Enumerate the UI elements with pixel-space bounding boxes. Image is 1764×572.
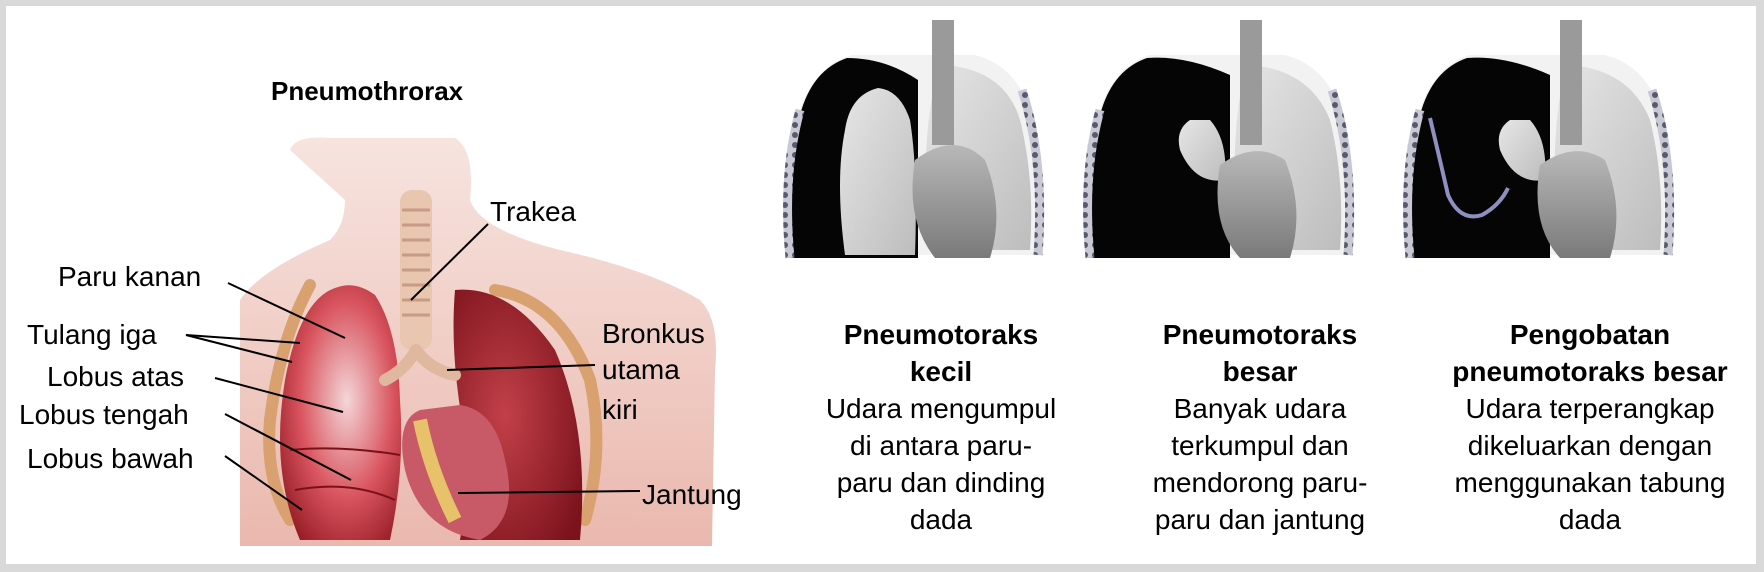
caption-heading-3a: Pengobatan <box>1509 319 1671 350</box>
caption-small-pneumothorax: Pneumotoraks kecil Udara mengumpul di an… <box>791 316 1091 538</box>
caption-desc-1b: di antara paru- <box>849 430 1033 461</box>
label-middle-lobe: Lobus tengah <box>19 399 189 430</box>
caption-desc-3c: menggunakan tabung <box>1454 467 1726 498</box>
caption-heading-1b: kecil <box>909 356 973 387</box>
caption-desc-1c: paru dan dinding <box>836 467 1046 498</box>
caption-desc-1a: Udara mengumpul <box>825 393 1057 424</box>
caption-desc-3b: dikeluarkan dengan <box>1467 430 1713 461</box>
caption-heading-3b: pneumotoraks besar <box>1452 356 1728 387</box>
label-trachea: Trakea <box>490 196 577 227</box>
label-bronchus-2: utama <box>602 354 680 385</box>
leader-lines <box>185 223 641 511</box>
panel-large-illustration <box>1083 20 1355 259</box>
label-ribs: Tulang iga <box>27 319 157 350</box>
panel-small-illustration <box>783 20 1045 259</box>
caption-heading-2b: besar <box>1222 356 1298 387</box>
caption-heading-1a: Pneumotoraks <box>843 319 1039 350</box>
caption-desc-2a: Banyak udara <box>1173 393 1347 424</box>
label-upper-lobe: Lobus atas <box>47 361 184 392</box>
label-heart: Jantung <box>642 479 742 510</box>
label-right-lung: Paru kanan <box>58 261 202 292</box>
caption-desc-2b: terkumpul dan <box>1171 430 1349 461</box>
panel-treatment-illustration <box>1403 20 1675 259</box>
right-lung-shape <box>280 285 402 540</box>
label-bronchus-3: kiri <box>602 394 638 425</box>
caption-desc-1d: dada <box>909 504 973 535</box>
caption-desc-3d: dada <box>1558 504 1622 535</box>
label-bronchus-1: Bronkus <box>602 318 705 349</box>
caption-desc-2d: paru dan jantung <box>1154 504 1366 535</box>
anatomy-title: Pneumothrorax <box>271 76 464 106</box>
chest-tube <box>1428 117 1510 219</box>
caption-desc-3a: Udara terperangkap <box>1465 393 1715 424</box>
label-lower-lobe: Lobus bawah <box>27 443 194 474</box>
caption-treatment: Pengobatan pneumotoraks besar Udara terp… <box>1425 316 1755 538</box>
ribs-left <box>489 284 603 526</box>
anatomy-illustration <box>240 137 716 546</box>
caption-desc-2c: mendorong paru- <box>1152 467 1368 498</box>
caption-large-pneumothorax: Pneumotoraks besar Banyak udara terkumpu… <box>1110 316 1410 538</box>
caption-heading-2a: Pneumotoraks <box>1162 319 1358 350</box>
